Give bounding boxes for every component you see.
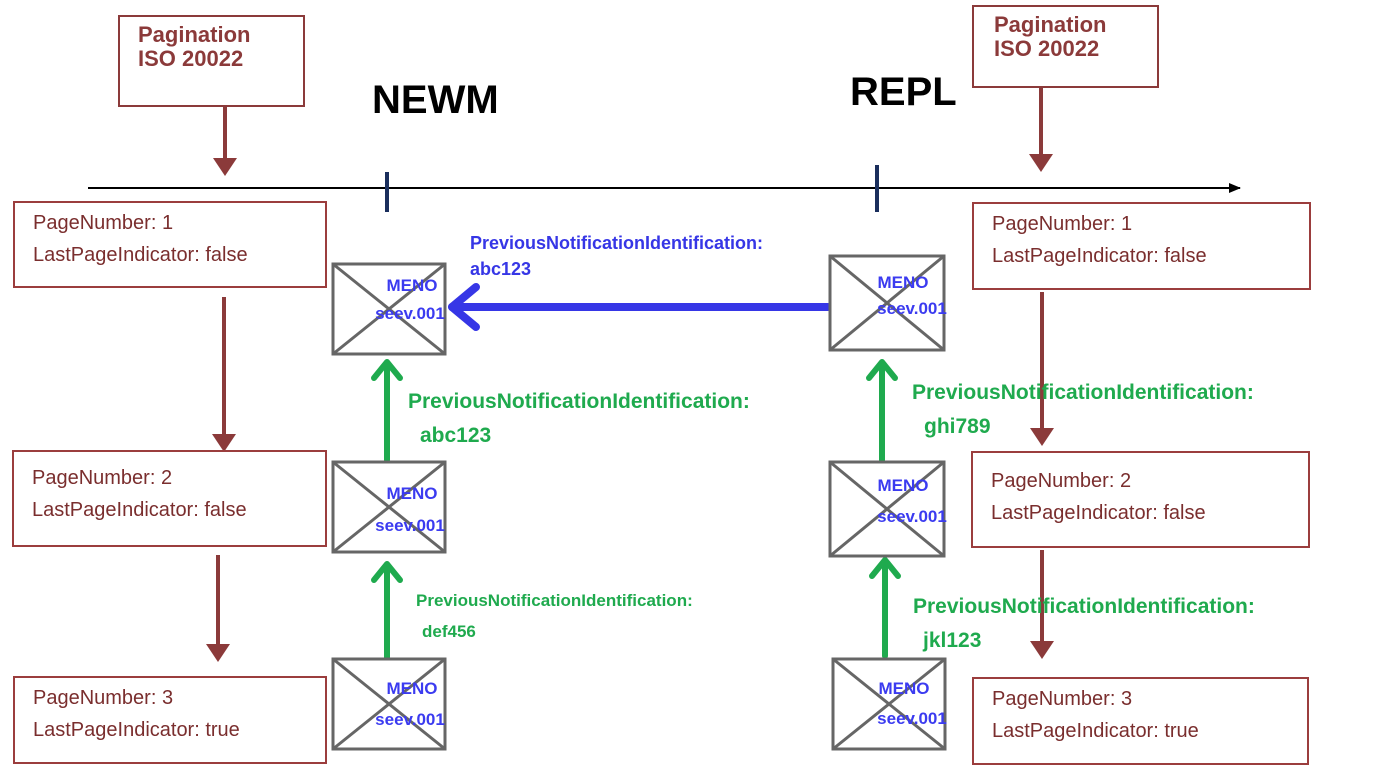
page-number: PageNumber: 1: [33, 212, 174, 234]
envelope-repl-3: [831, 657, 947, 751]
envelopes: [331, 254, 947, 751]
pagination-standard: ISO 20022: [138, 46, 244, 71]
left-page-box-1: PageNumber: 1 LastPageIndicator: false: [13, 201, 327, 288]
pagination-label: Pagination: [138, 22, 251, 47]
message-type: MENO: [877, 273, 929, 292]
last-page-indicator: LastPageIndicator: false: [33, 244, 248, 266]
note-repl-lower: PreviousNotificationIdentification: jkl1…: [913, 590, 1255, 658]
note-label: PreviousNotificationIdentification:: [470, 233, 764, 253]
message-type: MENO: [386, 484, 438, 503]
right-page-box-3: PageNumber: 3 LastPageIndicator: true: [972, 677, 1309, 765]
page-number: PageNumber: 3: [992, 688, 1133, 710]
envelope-label-newm-3: MENO seev.001: [333, 659, 447, 749]
last-page-indicator: LastPageIndicator: false: [992, 245, 1207, 267]
note-value: abc123: [470, 259, 532, 279]
last-page-indicator: LastPageIndicator: true: [992, 720, 1199, 742]
pagination-label: Pagination: [994, 12, 1107, 37]
message-type: MENO: [877, 476, 929, 495]
page-number: PageNumber: 1: [992, 213, 1133, 235]
note-newm-upper: PreviousNotificationIdentification: abc1…: [408, 385, 750, 453]
envelope-label-newm-2: MENO seev.001: [333, 462, 447, 552]
pagination-box-right: Pagination ISO 20022: [972, 5, 1159, 88]
envelope-label-repl-1: MENO seev.001: [830, 256, 947, 350]
page-number: PageNumber: 2: [991, 470, 1132, 492]
envelope-repl-2: [828, 460, 946, 558]
brown-arrowheads: [206, 154, 1054, 662]
note-label: PreviousNotificationIdentification:: [913, 595, 1255, 618]
last-page-indicator: LastPageIndicator: false: [991, 502, 1206, 524]
page-number: PageNumber: 2: [32, 467, 173, 489]
message-type: MENO: [386, 276, 438, 295]
message-id: seev.001: [877, 299, 947, 318]
message-id: seev.001: [877, 709, 947, 728]
note-repl-to-newm: PreviousNotificationIdentification: abc1…: [470, 230, 763, 282]
message-id: seev.001: [375, 516, 445, 535]
right-page-box-1: PageNumber: 1 LastPageIndicator: false: [972, 202, 1311, 290]
note-value: ghi789: [924, 415, 991, 438]
left-page-box-2: PageNumber: 2 LastPageIndicator: false: [12, 450, 327, 547]
note-value: jkl123: [923, 629, 982, 652]
envelope-label-repl-2: MENO seev.001: [830, 462, 947, 556]
last-page-indicator: LastPageIndicator: false: [32, 499, 247, 521]
message-id: seev.001: [375, 710, 445, 729]
brown-arrows: [216, 86, 1044, 648]
envelope-newm-3: [331, 657, 447, 751]
title-newm: NEWM: [372, 78, 499, 122]
message-id: seev.001: [877, 507, 947, 526]
envelope-newm-1: [331, 262, 447, 356]
note-value: abc123: [420, 424, 492, 447]
page-number: PageNumber: 3: [33, 687, 174, 709]
left-page-box-3: PageNumber: 3 LastPageIndicator: true: [13, 676, 327, 764]
title-repl: REPL: [850, 70, 957, 114]
pagination-standard: ISO 20022: [994, 36, 1100, 61]
message-type: MENO: [878, 679, 930, 698]
envelope-repl-1: [828, 254, 946, 352]
right-page-box-2: PageNumber: 2 LastPageIndicator: false: [971, 451, 1310, 548]
envelope-label-newm-1: MENO seev.001: [333, 264, 447, 354]
note-label: PreviousNotificationIdentification:: [408, 390, 750, 413]
envelope-label-repl-3: MENO seev.001: [833, 659, 947, 749]
pagination-box-left: Pagination ISO 20022: [118, 15, 305, 107]
note-value: def456: [422, 622, 476, 641]
message-type: MENO: [386, 679, 438, 698]
note-label: PreviousNotificationIdentification:: [416, 591, 693, 610]
green-arrows: [371, 359, 901, 661]
note-newm-lower: PreviousNotificationIdentification: def4…: [416, 585, 693, 647]
note-label: PreviousNotificationIdentification:: [912, 381, 1254, 404]
last-page-indicator: LastPageIndicator: true: [33, 719, 240, 741]
blue-arrow: [448, 283, 832, 331]
note-repl-upper: PreviousNotificationIdentification: ghi7…: [912, 376, 1254, 444]
envelope-newm-2: [331, 460, 447, 554]
message-id: seev.001: [375, 304, 445, 323]
